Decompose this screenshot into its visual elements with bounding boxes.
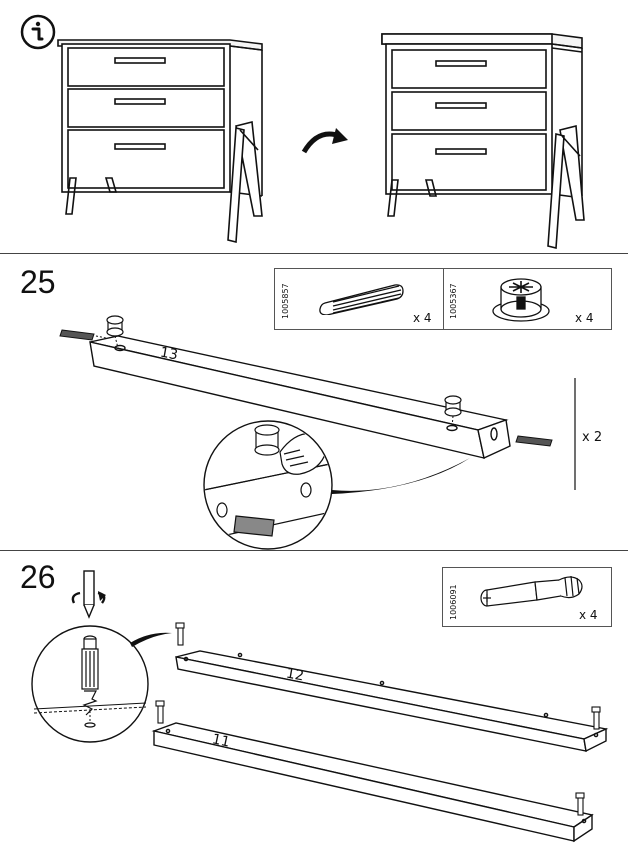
cam-bolt-icon — [175, 622, 185, 646]
wooden-dowel-icon — [319, 284, 404, 315]
step-25-section: 25 1005857 x 4 1005367 — [0, 254, 628, 550]
step-number: 26 — [20, 559, 56, 595]
board-13-label: 13 — [158, 344, 180, 364]
section-divider — [0, 550, 628, 551]
info-icon — [20, 14, 56, 50]
parts-box: 1006091 x 4 — [442, 567, 612, 627]
part-cell-dowel: 1005857 x 4 — [275, 269, 444, 329]
dresser-comparison-illustration — [20, 14, 585, 250]
section-divider — [0, 253, 628, 254]
transition-arrow-icon — [301, 128, 348, 154]
dresser-before — [57, 39, 263, 244]
cam-lock-icon — [444, 395, 462, 417]
zoom-connector — [332, 458, 470, 494]
step-25-illustration — [59, 315, 576, 550]
step-26-section: 26 1006091 x 4 — [0, 551, 628, 864]
quantity: x 4 — [575, 311, 594, 325]
board-12 — [175, 650, 609, 753]
quantity: x 4 — [579, 608, 598, 622]
board-11 — [151, 722, 594, 843]
cam-bolt-icon — [575, 792, 585, 816]
wooden-dowel-icon — [515, 435, 553, 447]
quantity: x 4 — [413, 311, 432, 325]
board-12-label: 12 — [284, 665, 306, 685]
board-11-label: 11 — [210, 731, 232, 751]
cam-bolt-icon — [155, 700, 165, 724]
board-13 — [89, 335, 511, 460]
cam-lock-icon — [106, 315, 124, 337]
detail-zoom-circle — [203, 420, 333, 550]
repeat-count: x 2 — [582, 430, 603, 445]
zoom-connector — [130, 632, 172, 647]
cam-bolt-icon — [591, 706, 601, 730]
parts-box: 1005857 x 4 1005367 — [274, 268, 612, 330]
screwdriver-icon — [71, 570, 106, 619]
part-cell-cam-lock: 1005367 x 4 — [443, 269, 611, 329]
wooden-dowel-icon — [59, 329, 95, 341]
info-section — [0, 0, 628, 253]
detail-zoom-circle — [31, 625, 149, 743]
step-number: 25 — [20, 264, 56, 300]
step-26-illustration — [31, 570, 609, 843]
cam-lock-icon — [492, 278, 550, 322]
dresser-after — [381, 33, 585, 250]
cam-bolt-icon — [480, 575, 583, 607]
